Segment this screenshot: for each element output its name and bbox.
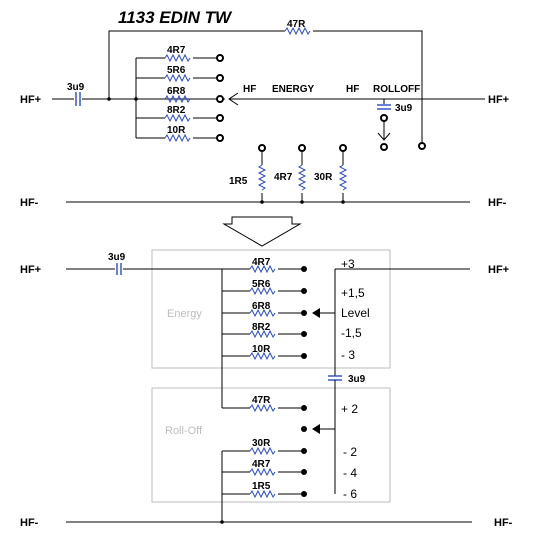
energy-level-label: +1,5 [341,286,365,300]
hf-plus-label-bottom-left: HF+ [20,264,41,276]
energy-resistor-label: 10R [167,125,186,136]
rolloff-top-branch [222,404,307,432]
shunt-resistor [298,164,306,191]
shunt-resistor-label: 30R [314,172,333,183]
rolloff-resistor-label: 30R [252,438,271,449]
rolloff-resistor-label: 1R5 [252,481,271,492]
rolloff-switch-arrow-icon [312,424,320,434]
energy-resistor-label: 5R6 [252,279,271,290]
rolloff-terminal [418,142,426,150]
energy-terminal [301,266,307,272]
hf-minus-label-top-right: HF- [488,197,507,209]
rolloff-terminal [380,114,388,122]
switch-hf2-label: HF [346,84,359,95]
rolloff-box-label: Roll-Off [165,425,203,437]
hf-minus-label-bottom-right: HF- [494,517,513,529]
energy-bank [136,54,224,142]
energy-level-label: Level [341,306,370,320]
energy-resistor-label: 6R8 [167,86,186,97]
energy-terminal [301,331,307,337]
rolloff-terminal [380,143,388,151]
energy-resistor-label: 10R [252,344,271,355]
shunt-resistor [339,164,347,191]
energy-terminal [216,95,224,103]
shunt-resistor-label: 1R5 [229,176,248,187]
energy-level-label: - 3 [341,348,355,362]
rolloff-top-resistor-label: 47R [252,395,271,406]
series-capacitor-label: 3u9 [108,252,126,263]
shunt-resistor [258,164,266,191]
switch-rolloff-label: ROLLOFF [373,84,420,95]
hf-minus-label-bottom-left: HF- [20,517,39,529]
rolloff-resistor-label: 4R7 [252,459,271,470]
rolloff-box [151,387,391,503]
shunt-terminal [298,144,306,152]
energy-box [151,249,391,369]
energy-box-label: Energy [167,308,202,320]
energy-resistor-label: 5R6 [167,65,186,76]
switch-hf-label: HF [243,84,256,95]
energy-terminal [216,74,224,82]
energy-bank-bottom [222,265,307,360]
energy-resistor-label: 8R2 [252,322,271,333]
energy-level-label: -1,5 [341,326,362,340]
rolloff-bank-bottom [222,447,307,498]
rolloff-terminal [301,448,307,454]
energy-resistor-label: 4R7 [167,45,186,56]
energy-terminal [216,54,224,62]
down-arrow-icon [222,216,302,247]
energy-terminal [216,134,224,142]
bridge-wire [313,30,423,143]
rolloff-terminal [301,491,307,497]
rolloff-level-label: - 4 [343,466,357,480]
rolloff-level-label: - 6 [343,487,357,501]
energy-resistor-label: 6R8 [252,301,271,312]
schematic-title: 1133 EDIN TW [118,8,233,27]
mid-capacitor-label: 3u9 [348,374,366,385]
hf-plus-label-top-right: HF+ [488,94,509,106]
energy-resistor-label: 4R7 [252,257,271,268]
shunt-terminal [339,144,347,152]
energy-resistor-label: 8R2 [167,105,186,116]
rolloff-level-label-top: + 2 [341,402,358,416]
energy-switch-arrow-icon [312,308,320,318]
bridge-wire [108,30,285,99]
energy-terminal [301,353,307,359]
shunt-terminal [258,144,266,152]
shunt-bank [258,144,347,204]
hf-plus-label-top-left: HF+ [20,94,41,106]
rolloff-terminal [301,426,307,432]
rolloff-switch-arrow-icon [377,132,391,141]
energy-terminal [301,288,307,294]
shunt-resistor-label: 4R7 [274,172,293,183]
junction [220,520,224,524]
energy-level-label: +3 [341,257,355,271]
hf-minus-label-top-left: HF- [20,197,39,209]
series-capacitor-label: 3u9 [67,82,85,93]
rolloff-terminal [301,405,307,411]
energy-terminal [301,310,307,316]
rolloff-capacitor-label: 3u9 [395,103,413,114]
rolloff-level-label: - 2 [343,445,357,459]
energy-terminal [216,114,224,122]
bridge-resistor-label: 47R [287,19,306,30]
switch-energy-label: ENERGY [272,84,315,95]
hf-plus-label-bottom-right: HF+ [488,264,509,276]
rolloff-terminal [301,469,307,475]
